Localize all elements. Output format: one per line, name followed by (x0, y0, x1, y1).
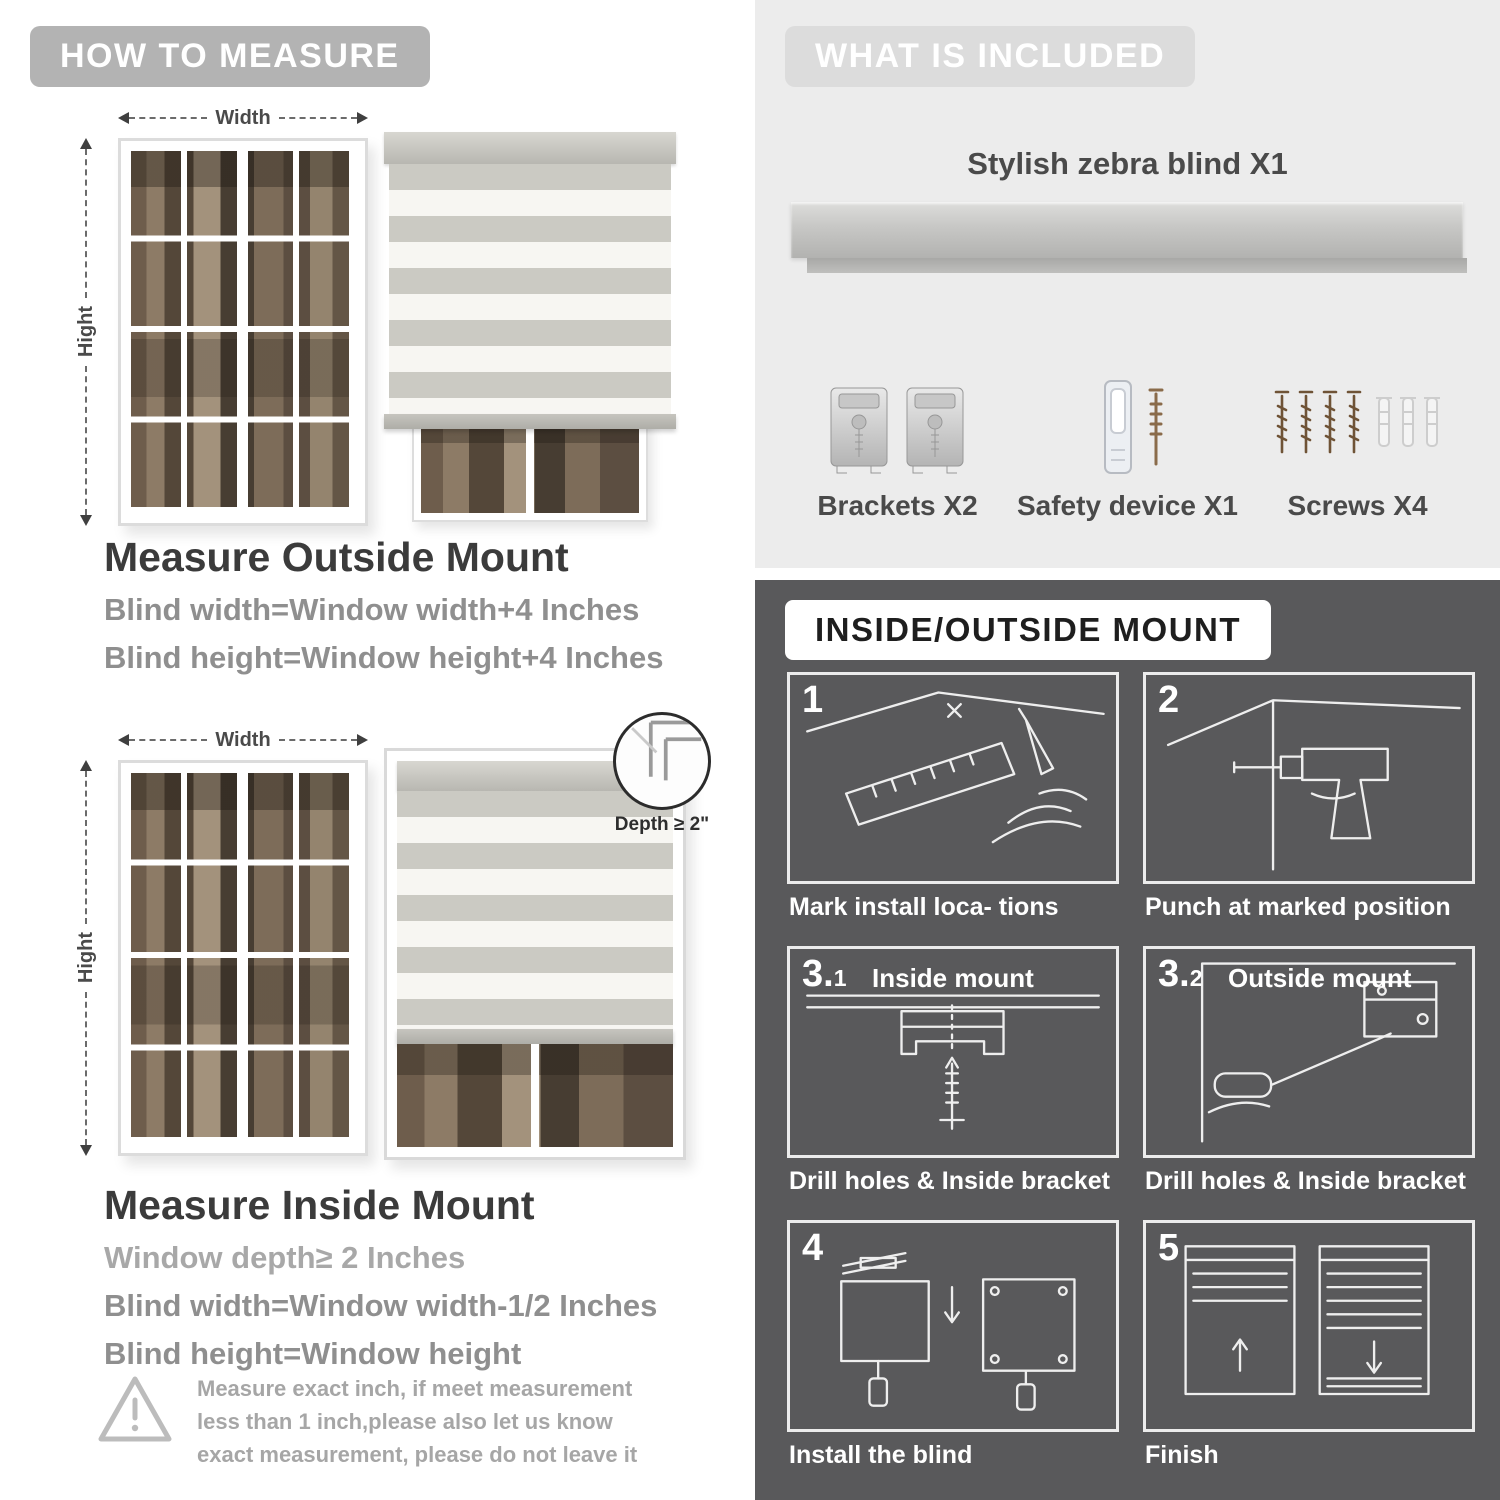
width-label: Width (215, 106, 271, 129)
step-1-panel: 1 (787, 672, 1119, 884)
depth-label: Depth ≥ 2" (614, 814, 710, 835)
step-number: 3.1 (802, 953, 847, 995)
mount-steps-grid: 1 Mark install loca- tions (787, 672, 1477, 1484)
step-3-1: 3.1 Inside mount Drill holes & Inside br… (787, 946, 1119, 1210)
window-panes (131, 773, 355, 1143)
safety-device-icon (1103, 380, 1163, 474)
outside-mount-rule-2: Blind height=Window height+4 Inches (104, 640, 664, 675)
arrow-down-icon (80, 1145, 92, 1156)
included-item-brackets: Brackets X2 (795, 338, 1000, 522)
step-number: 4 (802, 1227, 824, 1269)
window-panes (421, 413, 639, 513)
step-2: 2 Punch at marked position (1143, 672, 1475, 936)
step-3-1-panel: 3.1 Inside mount (787, 946, 1119, 1158)
window-panes (131, 151, 355, 513)
what-is-included-header: WHAT IS INCLUDED (785, 26, 1196, 87)
step-caption: Mark install loca- tions (789, 893, 1059, 921)
blind-bottom-rail (384, 414, 676, 429)
step-caption: Drill holes & Inside bracket (1145, 1167, 1466, 1195)
step-4: 4 Install the blind (787, 1220, 1119, 1484)
step-number: 1 (802, 679, 824, 721)
height-arrow: Hight (74, 138, 97, 526)
brackets-icon (830, 387, 963, 474)
what-is-included-section: WHAT IS INCLUDED Stylish zebra blind X1 (755, 0, 1500, 568)
included-item-safety-device: Safety device X1 (1008, 338, 1248, 522)
step-title: Outside mount (1228, 963, 1412, 993)
window-panes (397, 1044, 673, 1147)
blind-bottom-rail (397, 1029, 673, 1044)
step-caption: Finish (1145, 1441, 1219, 1469)
arrow-right-icon (357, 112, 369, 124)
window-illustration (118, 138, 368, 526)
width-arrow: Width (118, 728, 369, 751)
inside-mount-rule-3: Blind height=Window height (104, 1336, 522, 1371)
zebra-stripes (389, 164, 671, 414)
step-3-2: 3.2 Outside mount Drill holes & Inside b… (1143, 946, 1475, 1210)
step-4-panel: 4 (787, 1220, 1119, 1432)
included-items: Brackets X2 Safety device X1 (795, 338, 1460, 522)
mount-guide-header: INSIDE/OUTSIDE MOUNT (785, 600, 1272, 660)
window-illustration (118, 760, 368, 1156)
inside-bracket-illustration (806, 994, 1100, 1130)
arrow-left-icon (118, 734, 129, 746)
screws-icon (1274, 390, 1440, 454)
step-3-2-panel: 3.2 Outside mount (1143, 946, 1475, 1158)
measure-warning: Measure exact inch, if meet measurement … (95, 1372, 675, 1471)
step-caption: Drill holes & Inside bracket (789, 1167, 1110, 1195)
screws-label: Screws X4 (1287, 490, 1428, 521)
inside-mount-diagram: Width Hight (72, 712, 711, 1166)
drill-illustration (1166, 699, 1461, 871)
how-to-measure-header: HOW TO MEASURE (30, 26, 430, 87)
step-caption: Install the blind (789, 1441, 973, 1469)
warning-text: Measure exact inch, if meet measurement … (197, 1376, 638, 1467)
inside-mount-rule-1: Window depth≥ 2 Inches (104, 1240, 466, 1275)
arrow-up-icon (80, 760, 92, 771)
blind-outside-mount-illustration (384, 132, 676, 528)
blind-item-label: Stylish zebra blind X1 (967, 146, 1288, 181)
brackets-label: Brackets X2 (817, 490, 978, 521)
blind-cassette (384, 132, 676, 164)
depth-circle-icon (613, 712, 711, 810)
step-title: Inside mount (872, 963, 1034, 993)
step-5-panel: 5 (1143, 1220, 1475, 1432)
outside-mount-title: Measure Outside Mount (104, 534, 569, 580)
arrow-left-icon (118, 112, 129, 124)
included-item-screws: Screws X4 (1255, 338, 1460, 522)
zebra-blind-headrail-illustration (791, 202, 1467, 273)
inside-mount-rule-2: Blind width=Window width-1/2 Inches (104, 1288, 658, 1323)
step-5: 5 Finish (1143, 1220, 1475, 1484)
width-label: Width (215, 728, 271, 751)
mount-guide-section: INSIDE/OUTSIDE MOUNT 1 (755, 580, 1500, 1500)
warning-triangle-icon (98, 1376, 172, 1442)
width-arrow: Width (118, 106, 369, 129)
safety-device-label: Safety device X1 (1016, 490, 1239, 521)
step-number: 3.2 (1158, 953, 1203, 995)
arrow-right-icon (357, 734, 369, 746)
window-behind-blind (397, 1044, 673, 1147)
step-1: 1 Mark install loca- tions (787, 672, 1119, 936)
zebra-stripes (397, 791, 673, 1029)
arrow-up-icon (80, 138, 92, 149)
height-label: Hight (74, 306, 97, 358)
finish-illustration (1184, 1245, 1430, 1396)
step-caption: Punch at marked position (1145, 893, 1451, 921)
how-to-measure-section: HOW TO MEASURE Width Hight (30, 26, 711, 1471)
step-number: 5 (1158, 1227, 1180, 1269)
outside-mount-rule-1: Blind width=Window width+4 Inches (104, 592, 640, 627)
arrow-down-icon (80, 515, 92, 526)
height-arrow: Hight (74, 760, 97, 1156)
install-blind-illustration (840, 1251, 1076, 1411)
step-number: 2 (1158, 679, 1180, 721)
step-2-panel: 2 (1143, 672, 1475, 884)
inside-mount-title: Measure Inside Mount (104, 1182, 535, 1228)
height-label: Hight (74, 932, 97, 984)
outside-bracket-illustration (1200, 962, 1456, 1143)
mark-locations-illustration (806, 691, 1105, 844)
depth-callout: Depth ≥ 2" (602, 712, 722, 836)
outside-mount-diagram: Width Hight (72, 106, 688, 530)
